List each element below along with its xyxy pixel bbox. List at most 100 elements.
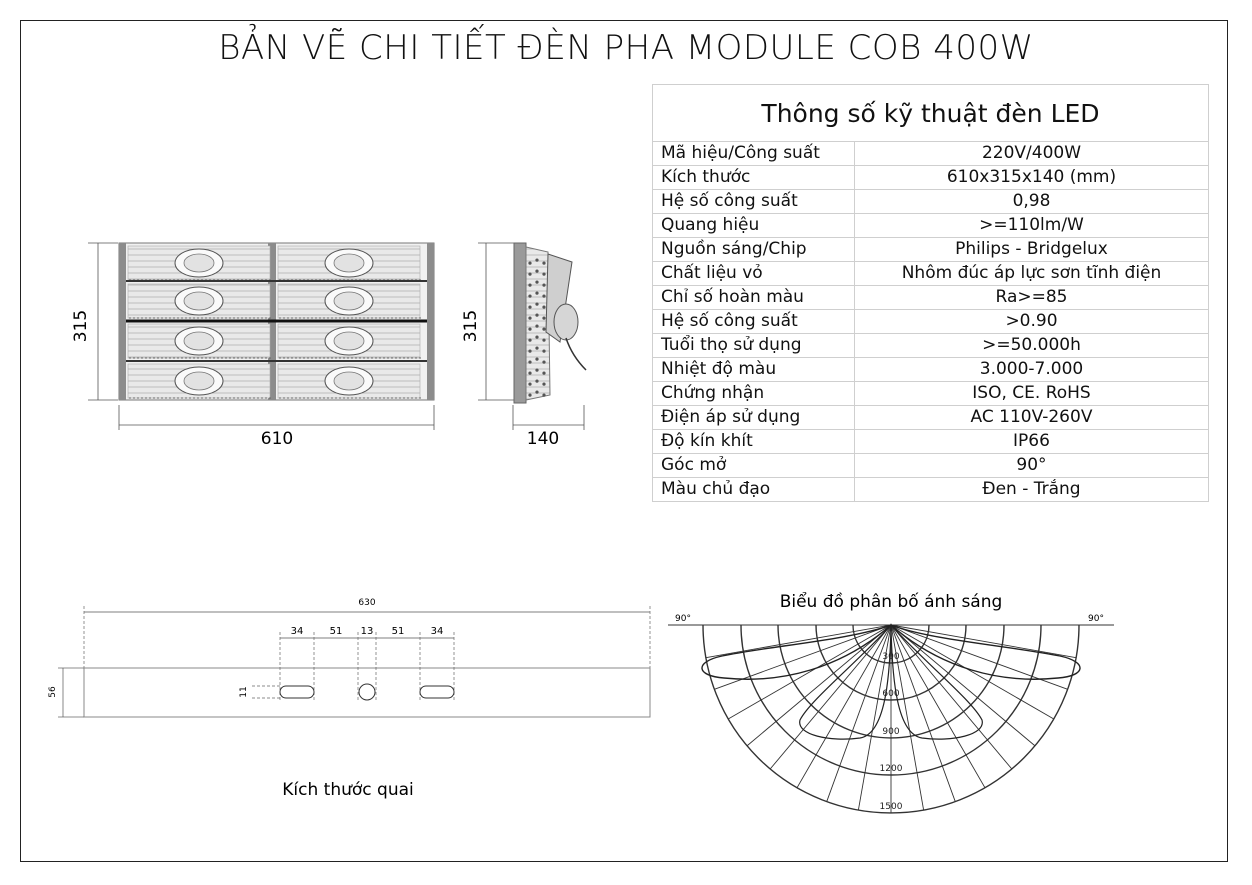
bracket-slot-left [279, 685, 315, 699]
cob-module [277, 245, 421, 281]
distribution-curve-lower-left [799, 623, 892, 740]
polar-spoke [890, 624, 1077, 659]
fin-dot [542, 393, 546, 397]
fin-dot [535, 258, 539, 262]
fin-dot [542, 272, 546, 276]
fin-dot [542, 283, 546, 287]
fin-dot [528, 316, 532, 320]
polar-spoke [705, 624, 892, 659]
spec-value: Nhôm đúc áp lực sơn tĩnh điện [854, 261, 1209, 286]
distribution-curve-left [701, 624, 892, 680]
fin-dot [535, 390, 539, 394]
fin-dot [528, 261, 532, 265]
spec-value: 220V/400W [854, 141, 1209, 166]
polar-spoke [890, 624, 1055, 720]
spec-row: Quang hiệu>=110lm/W [652, 213, 1209, 238]
polar-ring-label: 300 [882, 652, 899, 662]
fin-dot [528, 360, 532, 364]
polar-spoke [890, 624, 1036, 747]
cob-module [127, 323, 271, 359]
cob-module [127, 363, 271, 399]
polar-caption: Biểu đồ phân bố ánh sáng [780, 591, 1003, 612]
spec-label: Màu chủ đạo [652, 477, 855, 502]
fin-dot [535, 346, 539, 350]
spec-value: >0.90 [854, 309, 1209, 334]
fin-dot [535, 269, 539, 273]
bracket-outline [83, 667, 651, 718]
distribution-curve-right [890, 624, 1081, 680]
polar-spoke [890, 624, 1013, 770]
fin-dot [535, 280, 539, 284]
cob-module [277, 323, 421, 359]
spec-value: 0,98 [854, 189, 1209, 214]
cob-module-grid [127, 245, 421, 399]
spec-value: Philips - Bridgelux [854, 237, 1209, 262]
fin-dot [528, 393, 532, 397]
fin-dot [528, 327, 532, 331]
polar-spoke [857, 624, 892, 811]
fin-dot [535, 302, 539, 306]
fin-dot [528, 349, 532, 353]
drawing-frame [20, 20, 1228, 862]
polar-ring-label: 1500 [880, 802, 903, 812]
spec-label: Chỉ số hoàn màu [652, 285, 855, 310]
side-mount-bracket [545, 253, 573, 343]
fin-dot [542, 327, 546, 331]
fin-dot [528, 371, 532, 375]
fin-dot [542, 316, 546, 320]
bracket-hole-center [358, 683, 376, 701]
spec-value: AC 110V-260V [854, 405, 1209, 430]
bracket-slot-right [419, 685, 455, 699]
polar-spoke [890, 624, 956, 802]
spec-label: Quang hiệu [652, 213, 855, 238]
fin-dot [535, 335, 539, 339]
segment-label: 51 [392, 626, 405, 637]
polar-ring-label: 1200 [880, 764, 903, 774]
spec-value: Đen - Trắng [854, 477, 1209, 502]
cob-module [127, 245, 271, 281]
polar-spoke [826, 624, 892, 802]
fin-dot [535, 313, 539, 317]
fin-dot [528, 283, 532, 287]
fin-dot [528, 305, 532, 309]
polar-spoke [890, 624, 986, 789]
fin-dot [542, 360, 546, 364]
spec-table: Thông số kỹ thuật đèn LED Mã hiệu/Công s… [652, 84, 1209, 502]
side-driver-box [553, 303, 579, 341]
spec-label: Độ kín khít [652, 429, 855, 454]
spec-row: Tuổi thọ sử dụng>=50.000h [652, 333, 1209, 358]
bracket-length-label: 630 [358, 598, 375, 608]
cob-module [127, 283, 271, 319]
fin-dot [535, 357, 539, 361]
front-width-label: 610 [261, 429, 293, 449]
spec-value: >=50.000h [854, 333, 1209, 358]
cob-module [277, 283, 421, 319]
polar-spoke [746, 624, 892, 747]
cob-module [277, 363, 421, 399]
polar-spoke [727, 624, 892, 720]
fin-dot [542, 371, 546, 375]
side-height-label: 315 [461, 310, 481, 342]
front-view [88, 242, 435, 430]
spec-value: >=110lm/W [854, 213, 1209, 238]
spec-label: Hệ số công suất [652, 309, 855, 334]
segment-label: 34 [291, 626, 304, 637]
polar-left-angle: 90° [675, 614, 691, 624]
page-title: BẢN VẼ CHI TIẾT ĐÈN PHA MODULE COB 400W [218, 28, 1034, 68]
fin-dot [542, 382, 546, 386]
fin-dot [535, 324, 539, 328]
fin-dot [528, 272, 532, 276]
fin-dot [542, 338, 546, 342]
fin-dot [542, 294, 546, 298]
front-height-label: 315 [71, 310, 91, 342]
fin-dot [542, 305, 546, 309]
segment-label: 13 [361, 626, 374, 637]
fin-dot [528, 338, 532, 342]
